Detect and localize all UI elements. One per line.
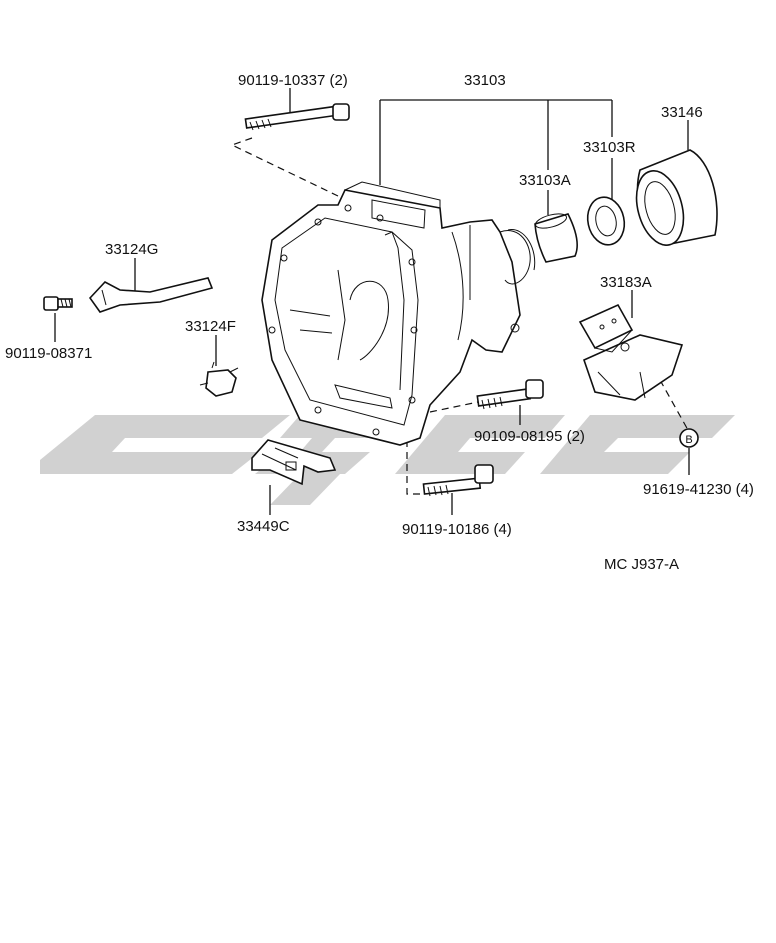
- label-lever: 33124G: [105, 241, 158, 258]
- leader-lines: [54, 88, 690, 515]
- label-bolt-left: 90119-08371: [5, 345, 92, 362]
- b-marker-text: B: [685, 434, 692, 446]
- clip-f-part: [199, 361, 239, 397]
- label-bearing-a: 33103A: [519, 172, 571, 189]
- label-cover: 33146: [661, 104, 703, 121]
- label-screw-top: 90119-10337 (2): [238, 72, 348, 89]
- bolt-mid-part: [476, 379, 544, 410]
- retainer-part: [251, 439, 337, 486]
- bolt-left-part: [43, 296, 73, 311]
- lever-part: [88, 277, 214, 313]
- label-bolt-low: 90119-10186 (4): [402, 521, 512, 538]
- housing-part: [261, 181, 536, 446]
- label-bolt-mid: 90109-08195 (2): [474, 428, 585, 445]
- bracket-part: [578, 303, 684, 401]
- cover-part: [635, 149, 718, 246]
- seal-r-part: [586, 196, 626, 246]
- b-marker: B: [679, 428, 699, 448]
- label-clip-f: 33124F: [185, 318, 236, 335]
- diagram-code: MC J937-A: [604, 556, 679, 573]
- label-retainer: 33449C: [237, 518, 290, 535]
- label-bearing-r: 33103R: [583, 139, 636, 156]
- label-bracket: 33183A: [600, 274, 652, 291]
- screw-top-part: [244, 103, 350, 131]
- bearing-a-part: [534, 213, 578, 263]
- part-labels: 90119-10337 (2) 33103 33103R 33103A 3314…: [5, 72, 754, 573]
- bolt-low-part: [422, 464, 494, 497]
- label-bolt-b: 91619-41230 (4): [643, 481, 754, 498]
- label-housing: 33103: [464, 72, 506, 89]
